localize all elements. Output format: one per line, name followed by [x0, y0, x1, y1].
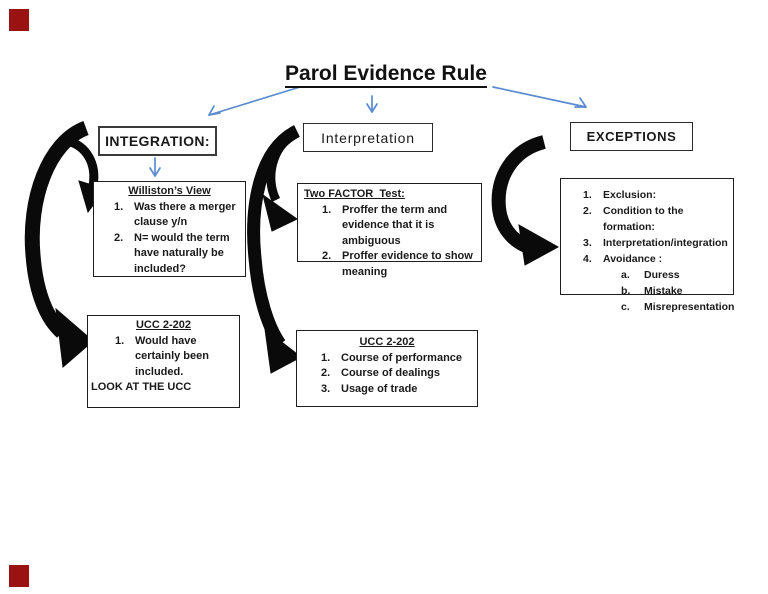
page-title: Parol Evidence Rule: [272, 62, 500, 88]
arrow-integration-to-williston: [149, 157, 161, 177]
exceptions-header-box: EXCEPTIONS: [570, 122, 693, 151]
look-at-the-ucc-note: LOOK AT THE UCC: [91, 381, 192, 393]
corner-marker-top-left: [9, 9, 29, 31]
list-item: 3. Usage of trade: [321, 382, 418, 395]
interpretation-header-label: Interpretation: [321, 129, 415, 146]
list-item: 1. Proffer the term and evidence that it…: [322, 203, 448, 247]
arrow-title-to-integration: [208, 86, 301, 116]
ucc-2-202-interpretation-box: UCC 2-202 1. Course of performance 2. Co…: [296, 330, 478, 407]
list-item: 2. Course of dealings: [321, 367, 441, 379]
sub-list-item: a. Duress: [621, 269, 680, 281]
corner-marker-bottom-left: [9, 565, 29, 587]
exceptions-list-box: 1. Exclusion: 2. Condition to the format…: [560, 178, 734, 313]
interpretation-header-box: Interpretation: [303, 123, 433, 152]
list-item: 1. Course of performance: [321, 351, 463, 364]
list-item: 1. Exclusion:: [583, 189, 657, 201]
list-item: 2. N= would the term have naturally be i…: [114, 231, 230, 275]
list-item: 2. Condition to the formation:: [583, 205, 684, 233]
curved-arrow-interpretation-to-ucc: [247, 125, 302, 374]
williston-title: Williston’s View: [128, 185, 211, 197]
list-item: 1. Was there a merger clause y/n: [114, 200, 236, 229]
ucc-left-title: UCC 2-202: [135, 319, 192, 331]
list-item: 4. Avoidance :: [583, 253, 663, 265]
curved-arrow-integration-to-ucc: [24, 120, 94, 368]
list-item: 2. Proffer evidence to show meaning: [322, 250, 473, 278]
sub-list-item: c. Misrepresentation: [621, 301, 735, 313]
integration-header-box: INTEGRATION:: [98, 126, 217, 156]
list-item: 1. Would have certainly been included.: [115, 334, 209, 378]
sub-list-item: b. Mistake: [621, 285, 683, 297]
williston-view-box: Williston’s View 1. Was there a merger c…: [93, 181, 246, 277]
ucc-mid-title: UCC 2-202: [359, 336, 415, 348]
curved-arrow-exceptions-to-list: [491, 135, 560, 266]
two-factor-title: Two FACTOR Test:: [304, 188, 405, 200]
arrow-title-to-exceptions: [492, 86, 587, 108]
list-item: 3. Interpretation/integration: [583, 237, 728, 249]
integration-header-label: INTEGRATION:: [105, 133, 210, 149]
curved-arrow-interpretation-to-two-factor: [262, 131, 298, 232]
ucc-2-202-integration-box: UCC 2-202 1. Would have certainly been i…: [87, 315, 240, 408]
arrow-title-to-interpretation: [366, 95, 378, 113]
two-factor-test-box: Two FACTOR Test: 1. Proffer the term and…: [297, 183, 482, 278]
exceptions-header-label: EXCEPTIONS: [586, 129, 677, 144]
